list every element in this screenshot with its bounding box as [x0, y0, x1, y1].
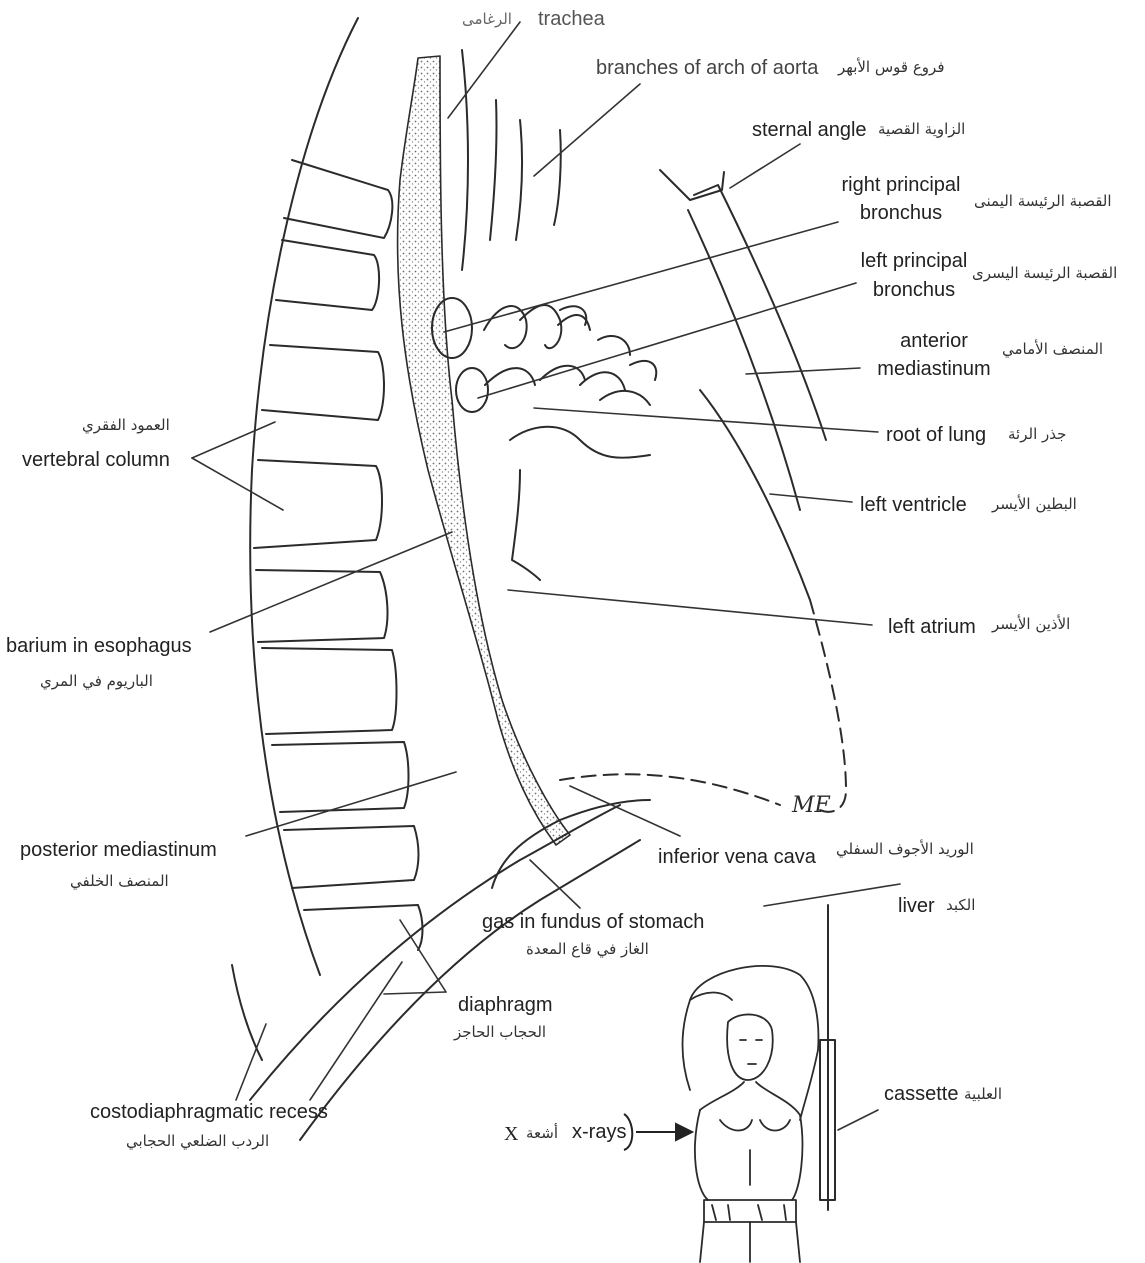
- posterior-chest-wall: [250, 18, 358, 975]
- sternal-angle: [660, 170, 724, 200]
- sternum-back: [688, 210, 800, 510]
- left-atrium-label-ar: الأذين الأيسر: [992, 617, 1070, 632]
- liver-label: liver: [898, 896, 935, 916]
- root-of-lung-label: root of lung: [886, 425, 986, 445]
- xrays-prefix: X: [504, 1124, 518, 1144]
- right-bronchus-label-1: right principal: [836, 175, 966, 195]
- cassette-label: cassette: [884, 1084, 958, 1104]
- heart-border-dashed: [810, 600, 846, 812]
- left-atrium-label: left atrium: [888, 617, 976, 637]
- barium-label: barium in esophagus: [6, 636, 192, 656]
- left-bronchus-label-ar: القصبة الرئيسة اليسرى: [972, 266, 1117, 281]
- left-bronchus-label-2: bronchus: [852, 280, 976, 300]
- right-bronchus-label-ar: القصبة الرئيسة اليمنى: [974, 194, 1112, 209]
- cassette-label-ar: العلبية: [964, 1087, 1002, 1102]
- trachea-label-ar: الرغامى: [462, 12, 512, 27]
- diaphragm-label-ar: الحجاب الحاجز: [454, 1025, 546, 1040]
- sternal-angle-label-ar: الزاوية القصية: [878, 122, 965, 137]
- fundus-gas-bubble: [492, 800, 650, 888]
- posterior-mediastinum-label-ar: المنصف الخلفي: [70, 874, 169, 889]
- arch-branches-label: branches of arch of aorta: [596, 58, 818, 78]
- barium-label-ar: الباريوم في المري: [40, 674, 153, 689]
- diaphragm-dome-dashed: [560, 774, 780, 805]
- anterior-mediastinum-label-2: mediastinum: [872, 359, 996, 379]
- right-bronchus-label-2: bronchus: [836, 203, 966, 223]
- anterior-mediastinum-label-ar: المنصف الأمامي: [1002, 342, 1103, 357]
- gas-fundus-label: gas in fundus of stomach: [482, 912, 704, 932]
- posterior-mediastinum-label: posterior mediastinum: [20, 840, 217, 860]
- liver-label-ar: الكبد: [946, 898, 975, 913]
- xrays-label-ar: أشعة: [526, 1126, 558, 1141]
- left-atrium-outline: [512, 470, 540, 580]
- anterior-mediastinum-label-1: anterior: [872, 331, 996, 351]
- costodiaphragmatic-label-ar: الردب الضلعي الحجابي: [126, 1134, 269, 1149]
- trachea-label: trachea: [538, 9, 605, 29]
- arch-branches-label-ar: فروع قوس الأبهر: [838, 60, 945, 75]
- ivc-label: inferior vena cava: [658, 847, 816, 867]
- trachea-wall: [462, 50, 468, 270]
- left-bronchus-label-1: left principal: [852, 251, 976, 271]
- xrays-label: x-rays: [572, 1122, 626, 1142]
- left-bronchus-oval: [456, 368, 488, 412]
- left-ventricle-label-ar: البطين الأيسر: [992, 497, 1077, 512]
- lung-root-vessels: [484, 305, 656, 405]
- costodiaphragmatic-label: costodiaphragmatic recess: [90, 1102, 328, 1122]
- patient-figure: [683, 966, 819, 1262]
- root-of-lung-label-ar: جذر الرئة: [1008, 427, 1066, 442]
- left-ventricle-label: left ventricle: [860, 495, 967, 515]
- vertebral-column-label-ar: العمود الفقري: [82, 418, 170, 433]
- artist-signature: MF: [791, 793, 831, 818]
- barium-in-esophagus: [398, 56, 570, 845]
- gas-fundus-label-ar: الغاز في قاع المعدة: [526, 942, 649, 957]
- sternal-angle-label: sternal angle: [752, 120, 867, 140]
- vertebral-column-label: vertebral column: [22, 450, 170, 470]
- ivc-label-ar: الوريد الأجوف السفلي: [836, 842, 974, 857]
- diaphragm-label: diaphragm: [458, 995, 553, 1015]
